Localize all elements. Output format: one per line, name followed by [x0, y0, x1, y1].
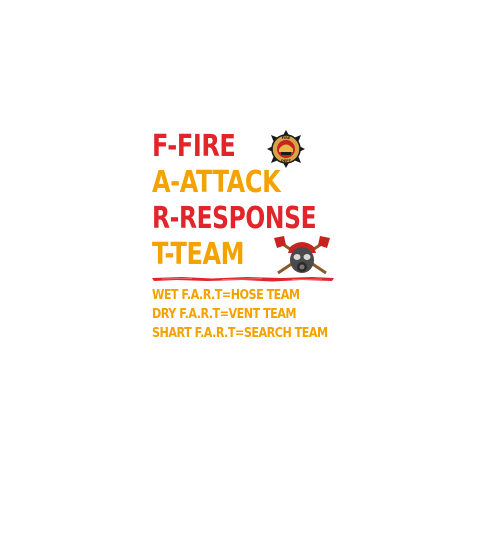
acronym-word: FIRE	[176, 129, 236, 164]
team-line-dry: DRY F.A.R.T=VENT TEAM	[152, 307, 297, 322]
acronym-separator: -	[167, 129, 177, 164]
acronym-line-response: R-RESPONSE	[152, 201, 317, 236]
acronym-word: RESPONSE	[178, 201, 317, 236]
acronym-letter: T	[152, 237, 165, 272]
acronym-letter: A	[152, 165, 171, 200]
firefighter-badge-icon: FIRE DEPT	[267, 130, 305, 168]
acronym-letter: R	[152, 201, 170, 236]
badge-bottom-text: DEPT	[281, 159, 292, 163]
acronym-separator: -	[164, 237, 171, 272]
badge-top-text: FIRE	[282, 136, 291, 140]
acronym-letter: F	[152, 129, 168, 164]
acronym-line-team: T-TEAM	[152, 237, 245, 272]
acronym-line-fire: F-FIRE	[152, 129, 236, 164]
gas-mask-axes-icon	[274, 236, 330, 275]
acronym-word: ATTACK	[179, 165, 281, 200]
red-stripe-divider	[152, 277, 334, 282]
acronym-line-attack: A-ATTACK	[152, 165, 281, 200]
acronym-separator: -	[169, 201, 180, 236]
acronym-word: TEAM	[170, 237, 245, 272]
acronym-separator: -	[170, 165, 180, 200]
fart-acronym-design: F-FIRE FIRE DEPT A-ATTACK R-RESPONSE T-T…	[150, 125, 340, 350]
team-line-shart: SHART F.A.R.T=SEARCH TEAM	[152, 326, 328, 341]
team-line-wet: WET F.A.R.T=HOSE TEAM	[152, 288, 300, 303]
